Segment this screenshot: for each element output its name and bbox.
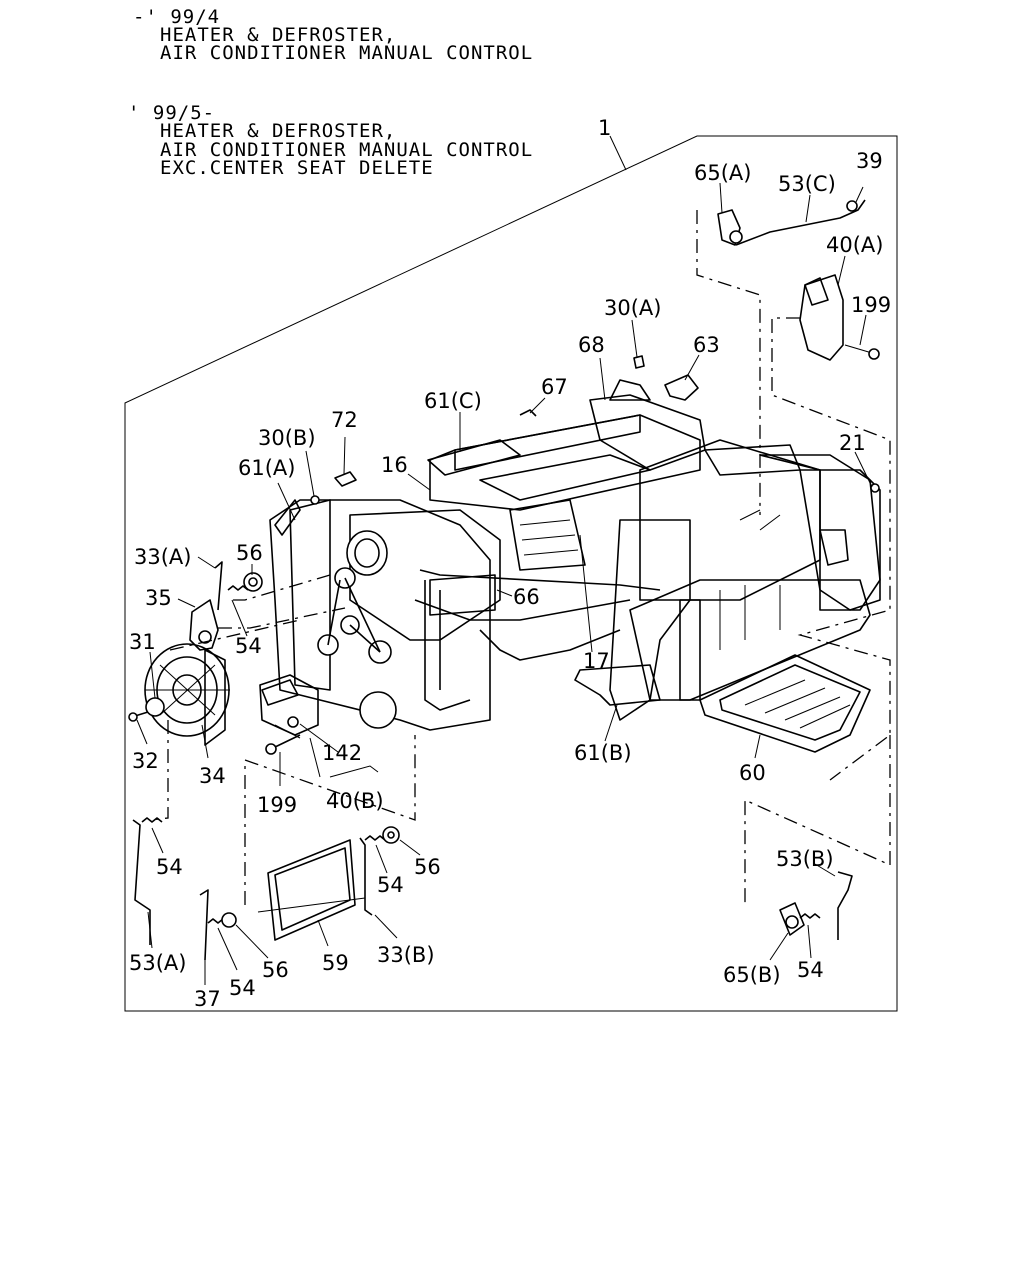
callout-21: 21: [839, 431, 866, 455]
header-subtitle-1: AIR CONDITIONER MANUAL CONTROL: [160, 42, 534, 64]
header-condition-2: EXC.CENTER SEAT DELETE: [160, 157, 434, 179]
header-date-range-1: -' 99/4: [133, 6, 221, 28]
callout-37: 37: [194, 987, 221, 1011]
phantom-line-upper-right: [771, 317, 891, 781]
part-53a-rod: [132, 817, 163, 945]
header-title-1: HEATER & DEFROSTER,: [160, 24, 397, 46]
part-33a-rod: [214, 561, 223, 611]
callout-30b: 30(B): [258, 426, 316, 450]
part-59-filter: [257, 839, 366, 941]
diagram-header: -' 99/4 HEATER & DEFROSTER, AIR CONDITIO…: [0, 0, 1024, 200]
callout-30a: 30(A): [604, 296, 661, 320]
part-37-rod: [199, 889, 237, 961]
part-199-screw: [265, 734, 301, 755]
callout-40a: 40(A): [826, 233, 883, 257]
part-65b-53b-linkage: [779, 871, 853, 940]
callout-33b: 33(B): [377, 943, 435, 967]
callout-67: 67: [541, 375, 568, 399]
callout-61a: 61(A): [238, 456, 295, 480]
phantom-line-upper: [696, 210, 761, 515]
callout-32: 32: [132, 749, 159, 773]
callout-53a: 53(A): [129, 951, 186, 975]
assembly-frame: [124, 135, 898, 1012]
part-54-spring-top: [227, 585, 249, 591]
phantom-line-left: [233, 574, 331, 601]
part-21-screw: [870, 483, 880, 493]
callout-53b: 53(B): [776, 847, 834, 871]
header-title-2: HEATER & DEFROSTER,: [160, 120, 397, 142]
leader-1: [609, 135, 627, 171]
callout-54-top: 54: [235, 634, 262, 658]
part-72-clip: [334, 471, 357, 487]
part-32-screw: [128, 711, 149, 722]
part-31-34-fan-cover: [144, 643, 230, 746]
callout-66: 66: [513, 585, 540, 609]
part-35-bracket: [189, 599, 219, 651]
part-40b-actuator: [259, 674, 319, 739]
part-60-tray: [699, 654, 871, 753]
part-67-clip: [519, 409, 537, 417]
callout-199-top: 199: [851, 293, 891, 317]
callout-61b: 61(B): [574, 741, 632, 765]
part-30b-screw: [310, 495, 320, 505]
phantom-line-left-3: [169, 619, 301, 651]
part-33b-rod: [359, 826, 400, 916]
part-65a-53c-linkage: [717, 199, 866, 246]
callout-56-mid: 56: [414, 855, 441, 879]
phantom-line-left-2: [218, 607, 346, 629]
part-56-clip-top: [243, 572, 263, 592]
callout-31: 31: [129, 630, 156, 654]
callout-68: 68: [578, 333, 605, 357]
phantom-line-left-lower: [149, 720, 169, 821]
callout-199-bottom: 199: [257, 793, 297, 817]
phantom-line-lower-right: [744, 735, 891, 905]
callout-56-top: 56: [236, 541, 263, 565]
part-40a-actuator: [799, 274, 880, 361]
callout-53c: 53(C): [778, 172, 836, 196]
callout-1: 1: [598, 116, 611, 140]
callout-33a: 33(A): [134, 545, 191, 569]
callout-54-bottom: 54: [229, 976, 256, 1000]
callout-65b: 65(B): [723, 963, 781, 987]
callout-39: 39: [856, 149, 883, 173]
callout-54-left: 54: [156, 855, 183, 879]
callout-63: 63: [693, 333, 720, 357]
callout-65a: 65(A): [694, 161, 751, 185]
phantom-line-bottom-left: [244, 735, 416, 905]
leader-lines: [136, 182, 873, 985]
callout-54-right: 54: [797, 958, 824, 982]
callout-17: 17: [583, 649, 610, 673]
callout-142: 142: [322, 741, 362, 765]
callout-16: 16: [381, 453, 408, 477]
callout-72: 72: [331, 408, 358, 432]
callout-40b: 40(B): [326, 789, 384, 813]
callout-54-mid: 54: [377, 873, 404, 897]
header-date-range-2: ' 99/5-: [128, 102, 216, 124]
heater-unit-housing: [269, 379, 881, 731]
callout-35: 35: [145, 586, 172, 610]
callout-59: 59: [322, 951, 349, 975]
part-63-block: [664, 374, 699, 401]
callout-60: 60: [739, 761, 766, 785]
part-142-screw: [287, 716, 299, 728]
part-30a-screw: [633, 355, 645, 369]
header-subtitle-2: AIR CONDITIONER MANUAL CONTROL: [160, 139, 534, 161]
callout-34: 34: [199, 764, 226, 788]
callout-56-bottom: 56: [262, 958, 289, 982]
callout-61c: 61(C): [424, 389, 482, 413]
